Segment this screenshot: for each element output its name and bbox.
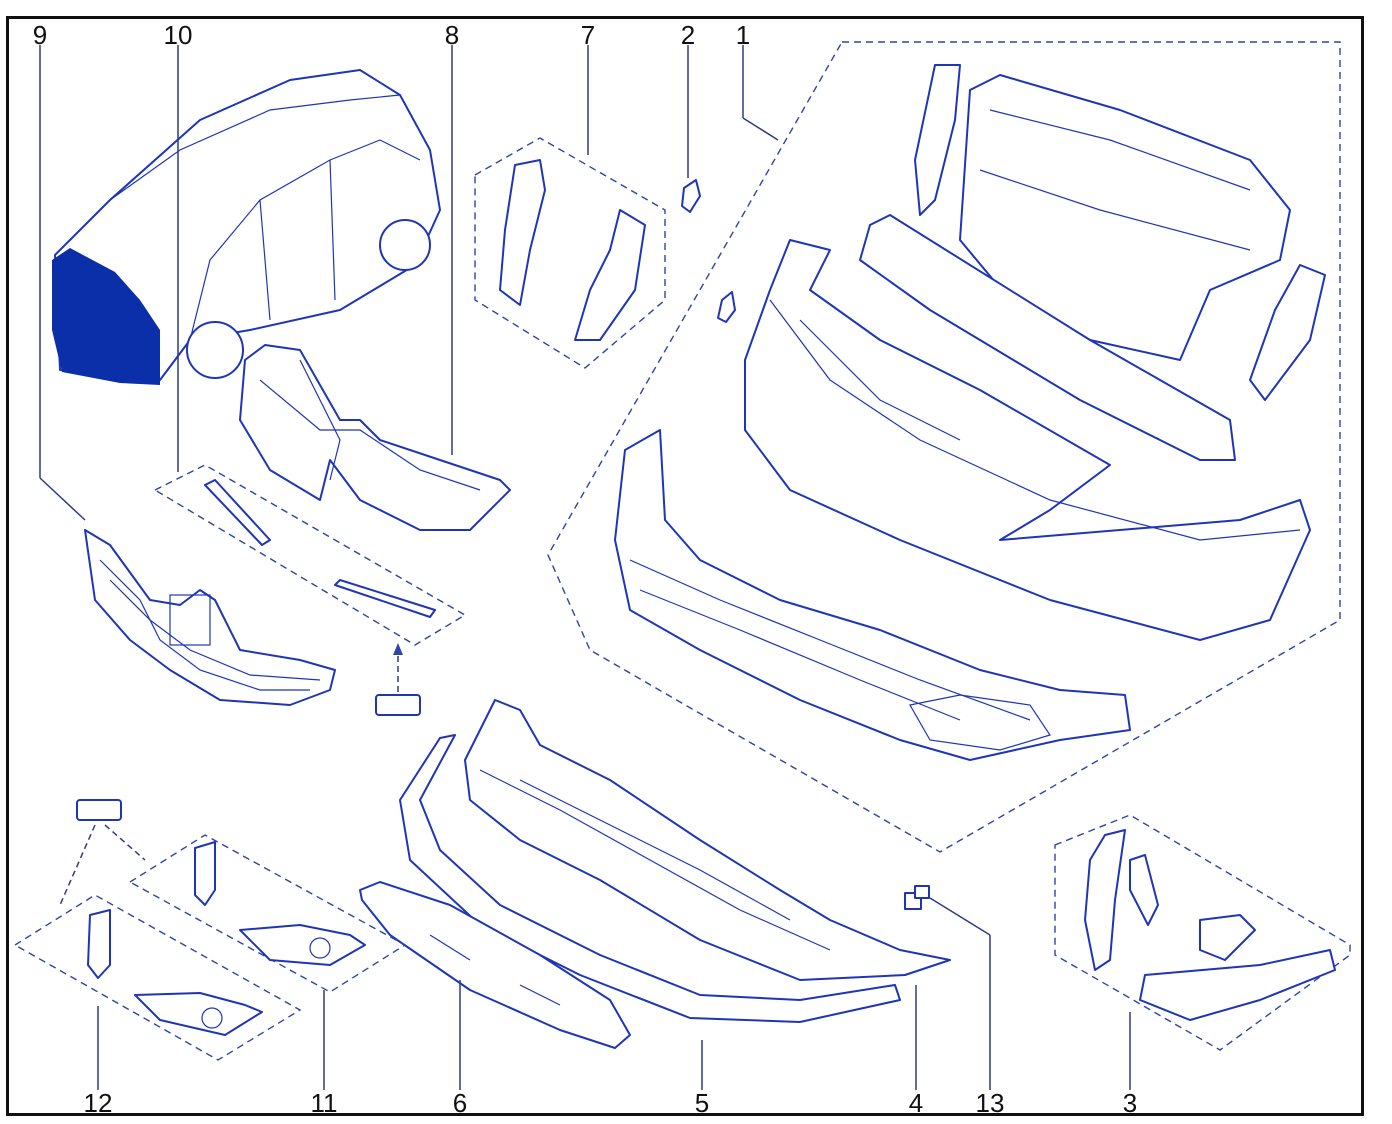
callout-7: 7 [581, 20, 595, 50]
highlighted-front-bumper [52, 248, 160, 385]
diagram-frame [6, 16, 1364, 1116]
callout-9: 9 [33, 20, 47, 50]
callout-10: 10 [164, 20, 193, 50]
callout-12: 12 [84, 1088, 113, 1118]
callout-2: 2 [681, 20, 695, 50]
callout-11: 11 [311, 1088, 338, 1118]
callout-3: 3 [1123, 1088, 1137, 1118]
part-13-screw [904, 885, 930, 910]
part-7-brackets [474, 137, 666, 369]
part-4-underbody-shield [464, 699, 951, 981]
part-1-front-assembly [547, 41, 1341, 853]
part-11-fog-lamp-bezels [128, 834, 407, 993]
part-5-lower-spoiler [399, 734, 901, 1023]
callout-6: 6 [453, 1088, 467, 1118]
part-8-grille-frame [239, 344, 511, 531]
leader-lines [39, 45, 1131, 1090]
part-12-fog-lamp-bezels [13, 799, 302, 1061]
part-10-trim-strips [153, 464, 467, 716]
part-9-lower-grille [84, 529, 336, 706]
callout-13: 13 [976, 1088, 1005, 1118]
callout-4: 4 [909, 1088, 923, 1118]
callout-1: 1 [736, 20, 750, 50]
vehicle-overview [52, 69, 441, 385]
part-2-badge [681, 179, 736, 323]
callout-8: 8 [445, 20, 459, 50]
callout-5: 5 [695, 1088, 709, 1118]
part-6-lower-trim [359, 881, 631, 1049]
part-3-mounting-brackets [1054, 814, 1351, 1051]
